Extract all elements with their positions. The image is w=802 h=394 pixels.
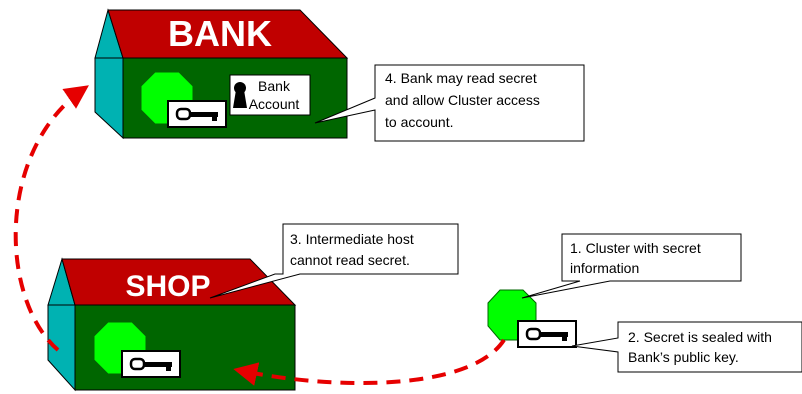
callout-sealed-line1: 2. Secret is sealed with xyxy=(628,329,772,345)
callout-bank-read-line1: 4. Bank may read secret xyxy=(385,70,537,86)
callout-sealed: 2. Secret is sealed with Bank’s public k… xyxy=(571,321,802,373)
callout-intermediate: 3. Intermediate host cannot read secret. xyxy=(209,223,459,299)
arrow-shop-to-bank xyxy=(13,85,89,352)
callout-sealed-line2: Bank’s public key. xyxy=(628,349,739,365)
callout-bank-read-line3: to account. xyxy=(385,114,454,130)
bank-key-icon xyxy=(166,99,228,129)
callout-intermediate-line2: cannot read secret. xyxy=(290,252,410,268)
callout-cluster-line1: 1. Cluster with secret xyxy=(570,240,701,256)
bank-house: BANK Bank Account xyxy=(94,8,349,140)
bank-side-wall xyxy=(94,57,124,140)
shop-key-icon xyxy=(120,349,182,379)
bank-title: BANK xyxy=(168,13,272,54)
shop-house: SHOP xyxy=(47,257,297,392)
shop-roof xyxy=(61,258,297,306)
cluster-key-icon xyxy=(516,319,578,349)
callout-bank-read: 4. Bank may read secret and allow Cluste… xyxy=(314,64,585,142)
cluster xyxy=(487,289,578,349)
callout-cluster-line2: information xyxy=(570,260,639,276)
bank-account-label-line1: Bank xyxy=(258,78,291,94)
shop-side-wall xyxy=(47,304,76,392)
bank-account-label-line2: Account xyxy=(249,96,300,112)
callout-cluster: 1. Cluster with secret information xyxy=(521,233,742,299)
keyhole-icon xyxy=(233,82,247,108)
bank-roof xyxy=(107,9,349,59)
shop-title: SHOP xyxy=(125,270,210,303)
callout-bank-read-line2: and allow Cluster access xyxy=(385,92,540,108)
arrow-cluster-to-shop xyxy=(233,338,506,386)
callout-intermediate-line1: 3. Intermediate host xyxy=(290,231,414,247)
